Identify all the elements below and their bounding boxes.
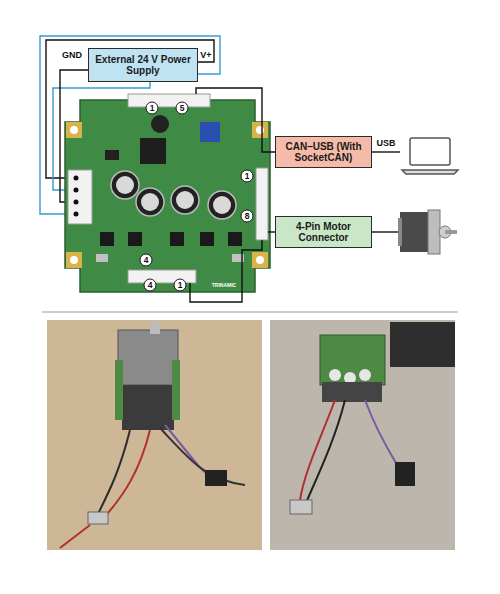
- callout-number: 4: [144, 279, 157, 292]
- callout-number: 1: [174, 279, 187, 292]
- photo-right: [270, 320, 455, 550]
- callout-number: 1: [241, 170, 254, 183]
- wire-label: V+: [200, 50, 211, 60]
- callout-number: 5: [176, 102, 189, 115]
- photo-left: [47, 320, 262, 550]
- stepper-motor: [398, 210, 457, 254]
- signal-wires: [190, 88, 400, 302]
- motor-connector-box: 4-Pin Motor Connector: [275, 216, 372, 248]
- wire-label: USB: [376, 138, 395, 148]
- power-supply-box: External 24 V Power Supply: [88, 48, 198, 82]
- box-text: 4-Pin Motor Connector: [280, 221, 367, 244]
- box-text: CAN–USB (With SocketCAN): [280, 141, 367, 164]
- wire-label: GND: [62, 50, 82, 60]
- callout-number: 8: [241, 210, 254, 223]
- brand-marking: TRINAMIC: [212, 282, 236, 288]
- box-text: External 24 V Power Supply: [93, 54, 193, 77]
- laptop-icon: [402, 138, 458, 174]
- callout-number: 1: [146, 102, 159, 115]
- can-usb-box: CAN–USB (With SocketCAN): [275, 136, 372, 168]
- pcb-board: [65, 94, 270, 292]
- callout-number: 4: [140, 254, 153, 267]
- divider: [42, 312, 458, 313]
